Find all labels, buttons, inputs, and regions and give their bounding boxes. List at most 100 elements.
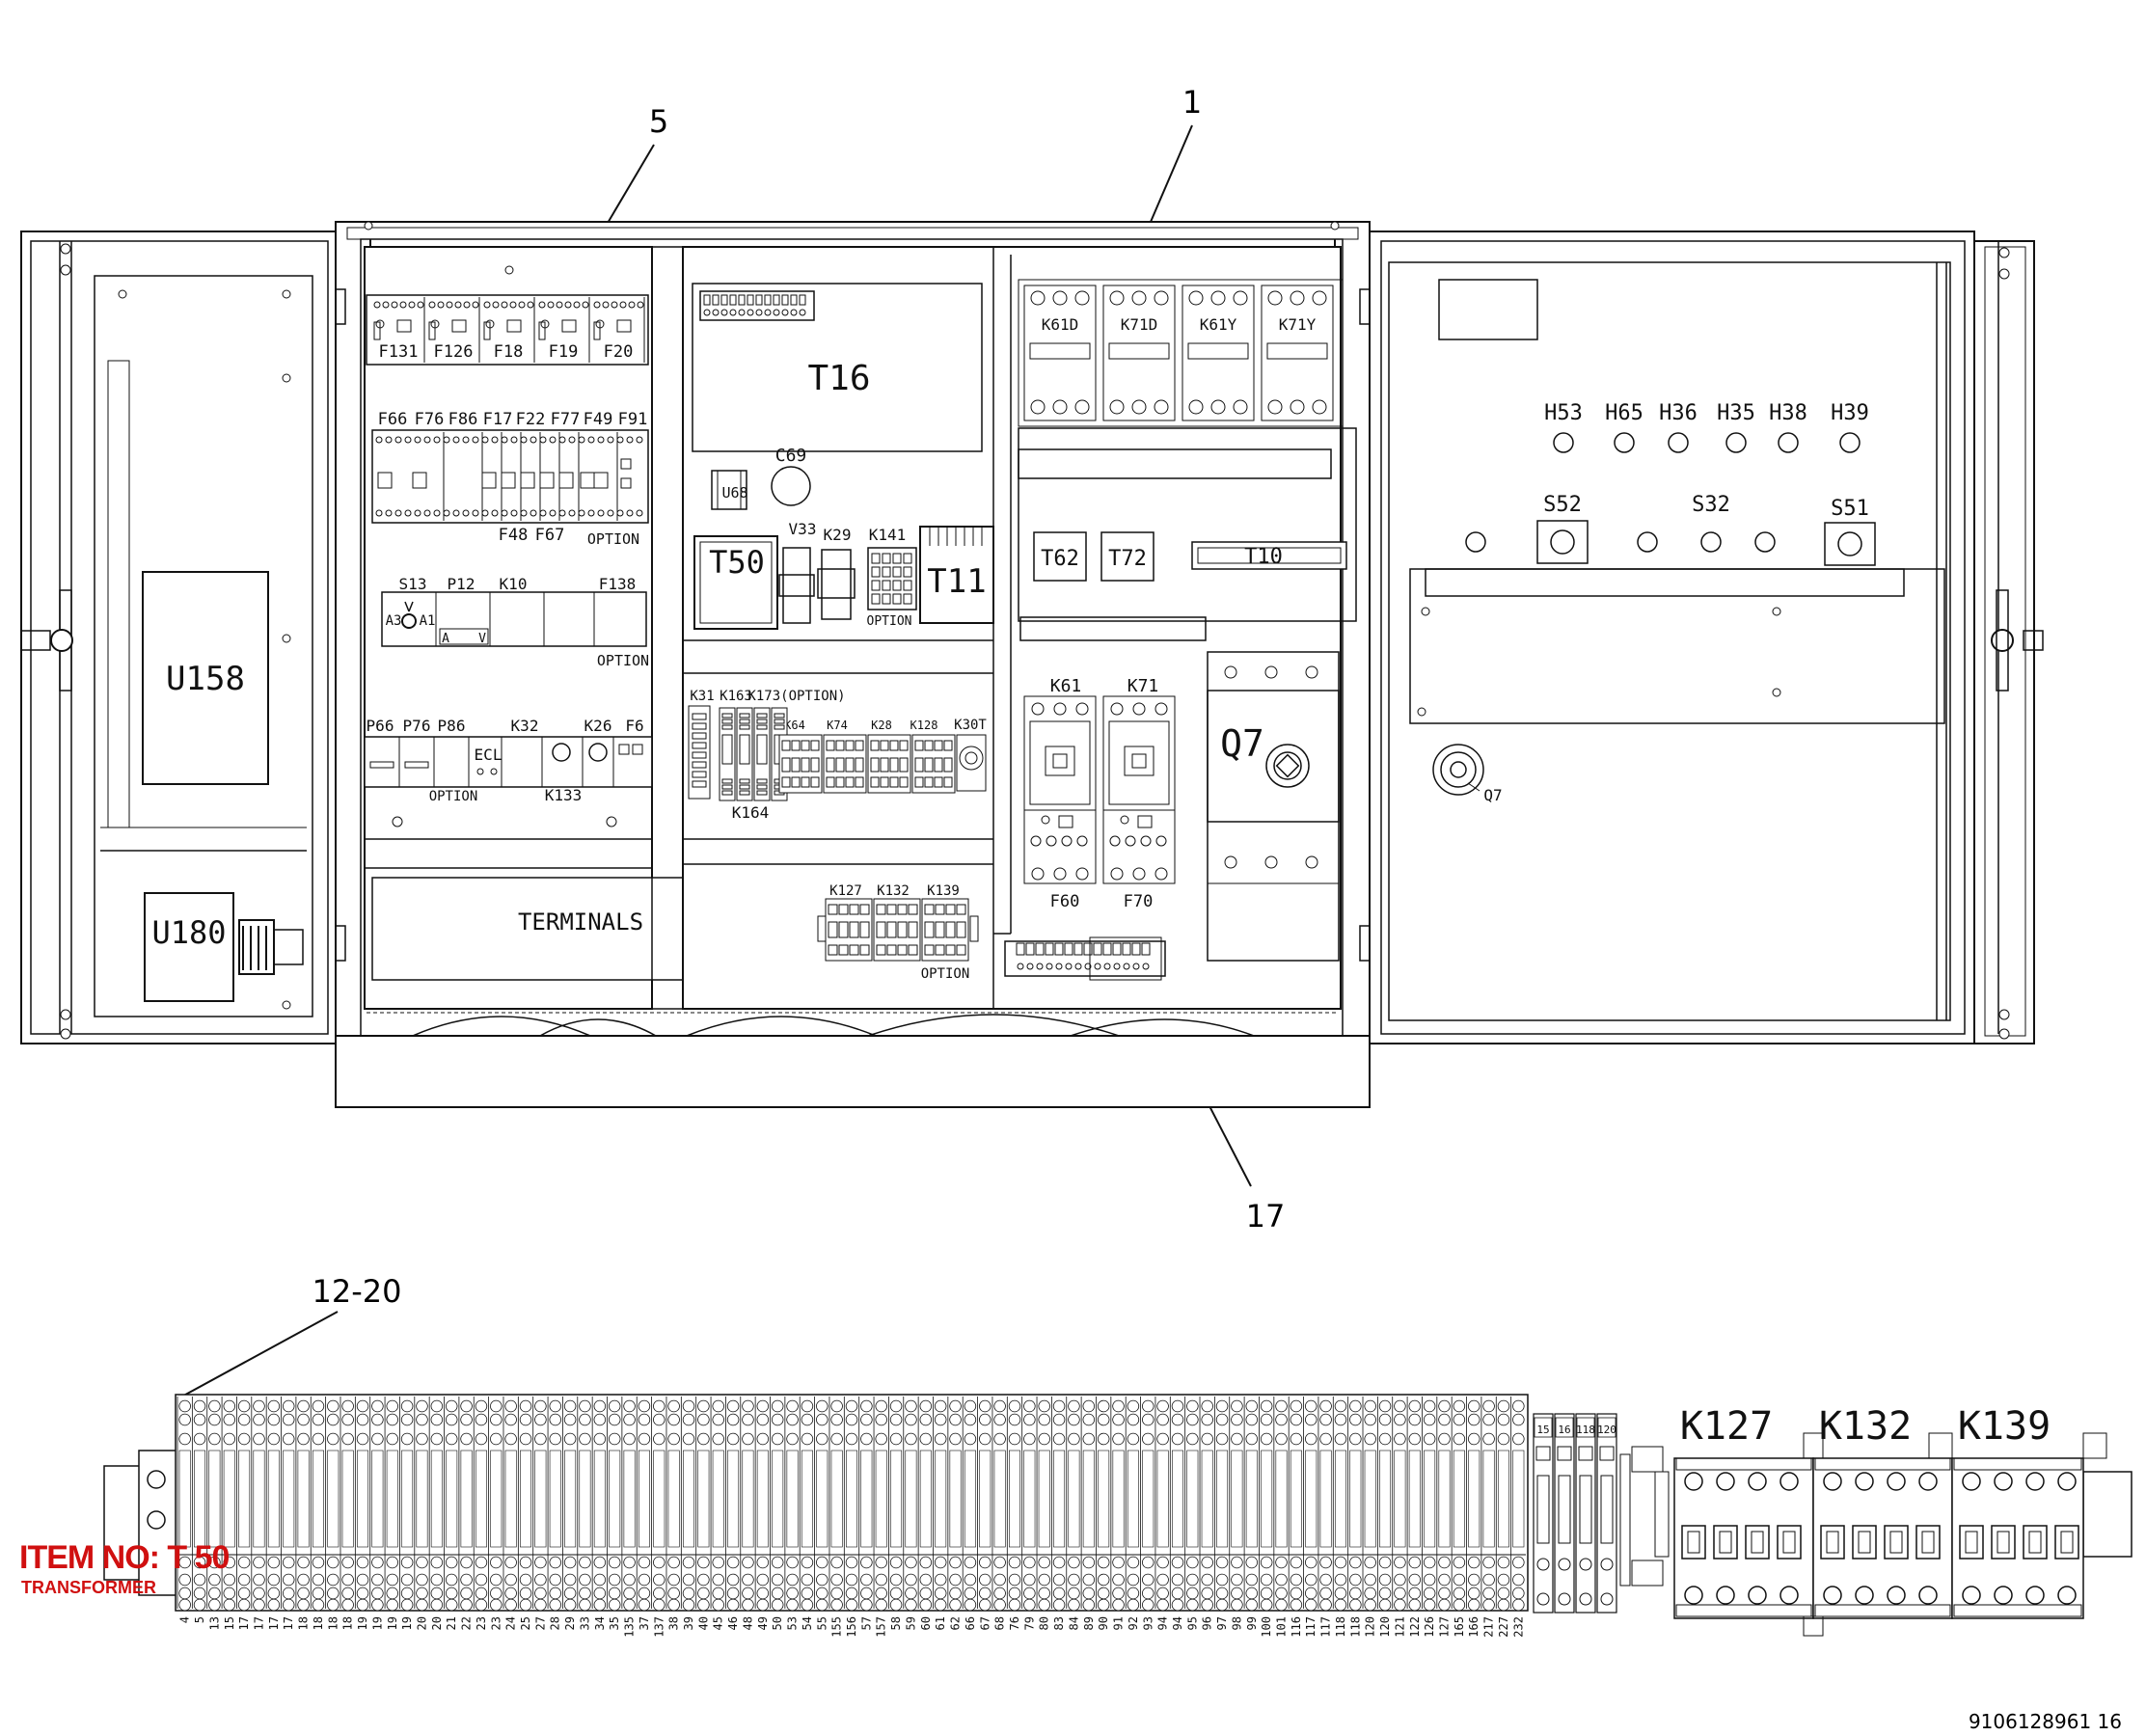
fuse-terminal xyxy=(538,301,546,309)
document-number: 9106128961 16 xyxy=(1969,1710,2122,1733)
svg-text:K28: K28 xyxy=(871,719,892,732)
terminal-number: 67 xyxy=(978,1616,992,1630)
fuse-label: F22 xyxy=(516,410,546,429)
terminal-number: 23 xyxy=(489,1616,503,1630)
f138-label: F138 xyxy=(599,575,637,593)
motor-starter xyxy=(1102,695,1176,884)
left-door-handle xyxy=(50,629,73,652)
terminal-number: 38 xyxy=(667,1616,681,1630)
fuse-terminal xyxy=(404,509,412,517)
fuse-terminal xyxy=(628,301,636,309)
fuse-terminal xyxy=(510,436,518,444)
terminal-number: 5 xyxy=(193,1616,206,1623)
fuse-terminal xyxy=(463,301,471,309)
q7-label: Q7 xyxy=(1220,722,1264,765)
q7-main-switch: Q7 xyxy=(1207,651,1340,962)
fuse-terminal xyxy=(446,301,453,309)
fuse-terminal xyxy=(587,436,595,444)
terminal-number: 50 xyxy=(771,1616,784,1630)
fuse-terminal xyxy=(527,301,534,309)
terminal-number: 156 xyxy=(845,1616,858,1638)
terminal-number: 17 xyxy=(267,1616,281,1630)
svg-text:K32: K32 xyxy=(511,717,539,735)
svg-text:K71: K71 xyxy=(1127,676,1159,696)
terminal-number: 33 xyxy=(578,1616,591,1630)
side-terminal-label: 120 xyxy=(1597,1424,1616,1436)
terminal-number: 68 xyxy=(993,1616,1007,1630)
indicator-lamp xyxy=(1614,432,1635,453)
terminal-number: 96 xyxy=(1201,1616,1214,1630)
fuse-terminal xyxy=(492,301,500,309)
svg-text:K31: K31 xyxy=(690,689,714,704)
terminal-number: 25 xyxy=(519,1616,532,1630)
svg-text:P86: P86 xyxy=(438,717,466,735)
terminal-number: 54 xyxy=(801,1616,814,1630)
side-terminal xyxy=(1554,1413,1575,1614)
fuse-terminal xyxy=(616,509,624,517)
s13-label: S13 xyxy=(399,575,427,593)
t10-label: T10 xyxy=(1244,545,1283,569)
fuse-terminal xyxy=(637,301,644,309)
side-terminal xyxy=(1596,1413,1617,1614)
indicator-lamp xyxy=(1668,432,1689,453)
fuse-terminal xyxy=(636,436,643,444)
contactor xyxy=(1182,285,1255,421)
terminal-number: 28 xyxy=(549,1616,562,1630)
svg-text:K164: K164 xyxy=(732,803,770,822)
terminal-number: 95 xyxy=(1185,1616,1199,1630)
fuse-terminal xyxy=(626,509,634,517)
terminal-number: 120 xyxy=(1378,1616,1392,1638)
svg-text:K141: K141 xyxy=(869,526,907,544)
terminal-number: 18 xyxy=(341,1616,355,1630)
fuse-terminal xyxy=(568,509,576,517)
terminal-number: 80 xyxy=(1038,1616,1051,1630)
svg-text:K173(OPTION): K173(OPTION) xyxy=(747,689,845,704)
terminal-number: 21 xyxy=(445,1616,458,1630)
terminal-number: 23 xyxy=(475,1616,488,1630)
k139-label: K139 xyxy=(1958,1404,2051,1449)
fuse-terminal xyxy=(373,301,381,309)
fuse-terminal xyxy=(472,436,479,444)
fuse-terminal xyxy=(578,436,585,444)
terminal-number: 60 xyxy=(919,1616,933,1630)
fuse-terminal xyxy=(626,436,634,444)
terminal-number: 117 xyxy=(1319,1616,1333,1638)
terminal-number: 79 xyxy=(1022,1616,1036,1630)
u180-module xyxy=(144,892,234,1002)
svg-text:A3: A3 xyxy=(386,613,402,629)
svg-text:H38: H38 xyxy=(1769,401,1807,425)
callout-12-20: 12-20 xyxy=(312,1273,402,1310)
svg-text:A: A xyxy=(442,632,449,646)
fuse-terminal xyxy=(394,436,402,444)
terminal-number: 17 xyxy=(237,1616,251,1630)
terminal-number: 49 xyxy=(756,1616,770,1630)
terminal-number: 45 xyxy=(712,1616,725,1630)
terminal-number: 137 xyxy=(652,1616,666,1638)
svg-text:K61: K61 xyxy=(1050,676,1082,696)
fuse-terminal xyxy=(568,436,576,444)
svg-text:C69: C69 xyxy=(775,446,807,466)
fuse-terminal xyxy=(382,301,390,309)
terminal-number: 94 xyxy=(1171,1616,1184,1630)
svg-text:F6: F6 xyxy=(625,717,643,735)
fuse-terminal xyxy=(452,436,460,444)
terminal-number: 99 xyxy=(1245,1616,1259,1630)
indicator-lamp xyxy=(1725,432,1747,453)
u158-module xyxy=(142,571,269,785)
t50-transformer xyxy=(693,535,778,630)
callout-5: 5 xyxy=(649,103,668,140)
terminal-number: 117 xyxy=(1304,1616,1317,1638)
svg-text:H65: H65 xyxy=(1605,401,1643,425)
terminal-number: 57 xyxy=(859,1616,873,1630)
terminal-number: 22 xyxy=(460,1616,474,1630)
svg-text:V33: V33 xyxy=(789,520,817,538)
terminal-number: 58 xyxy=(889,1616,903,1630)
terminal-number: 100 xyxy=(1260,1616,1273,1638)
k132-label: K132 xyxy=(1819,1404,1912,1449)
svg-text:A1: A1 xyxy=(420,613,436,629)
fuse-terminal xyxy=(462,509,470,517)
contactor-label: K61D xyxy=(1042,315,1079,334)
